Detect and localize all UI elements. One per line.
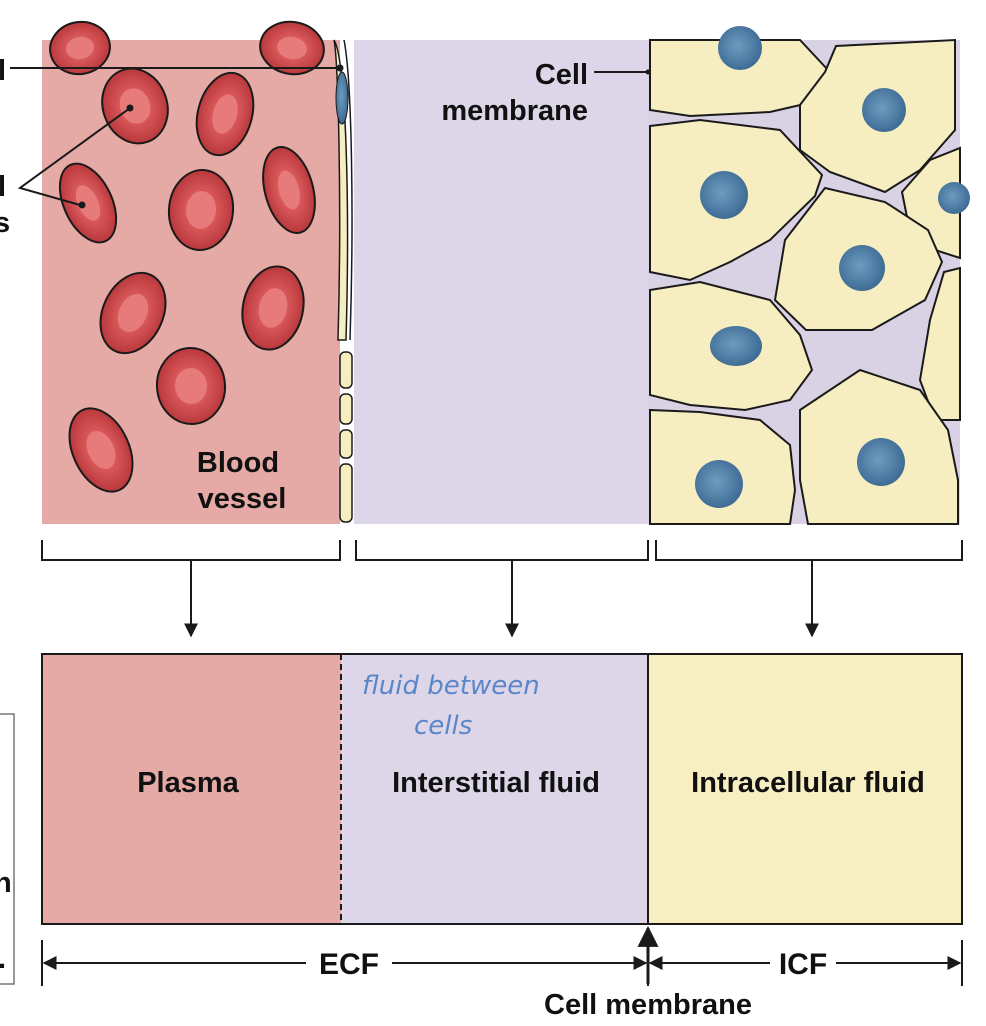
red-blood-cell: [262, 146, 316, 234]
tissue-cell: [799, 38, 956, 194]
red-blood-cell: [99, 271, 167, 355]
icf-label: ICF: [779, 948, 827, 981]
edge-fragment-5: .: [0, 943, 6, 975]
ecf-label: ECF: [319, 948, 379, 981]
ecf-icf-spans: [41, 925, 963, 986]
tissue-cell: [649, 408, 797, 525]
red-blood-cell: [155, 347, 227, 425]
interstitial-compartment: [341, 654, 648, 924]
red-blood-cell: [58, 162, 118, 244]
tissue-cell: [799, 368, 959, 525]
red-blood-cell: [241, 265, 305, 351]
tissue-cell: [773, 186, 944, 331]
blood-vessel-label: Blood vessel: [197, 447, 286, 515]
cell-membrane-label-line1: Cell: [535, 59, 588, 91]
cell-membrane-label-line2: membrane: [441, 95, 588, 127]
blood-vessel-label-line1: Blood: [197, 447, 279, 479]
interstitial-fluid-label: Interstitial fluid: [392, 767, 600, 799]
cropped-edge-labels: l l s n .: [0, 55, 15, 985]
handwritten-note-line1: fluid between: [362, 671, 540, 701]
blood-vessel-label-line2: vessel: [198, 483, 287, 515]
intracellular-fluid-label: Intracellular fluid: [691, 767, 925, 799]
plasma-label: Plasma: [137, 767, 239, 799]
cell-membrane-callout: Cell membrane: [441, 59, 651, 127]
vessel-wall: [333, 39, 353, 523]
region-brackets: [41, 540, 963, 638]
red-blood-cell: [167, 169, 235, 251]
intracellular-bracket: [655, 540, 963, 561]
leader-lines: [10, 64, 344, 209]
red-blood-cells: [49, 20, 325, 493]
edge-fragment-2: l: [0, 171, 6, 203]
interstitial-region: [354, 40, 650, 524]
red-blood-cell: [101, 67, 169, 145]
handwritten-note-line2: cells: [414, 711, 472, 741]
red-blood-cell: [49, 20, 111, 76]
cropped-box-edge: [0, 713, 15, 985]
tissue-cells: [649, 26, 970, 525]
compartment-box: Plasma Interstitial fluid Intracellular …: [41, 653, 963, 925]
tissue-cell: [649, 118, 824, 282]
tissue-cell: [649, 26, 830, 118]
illustration-panel: Cell membrane Blood vessel: [10, 20, 970, 525]
edge-fragment-4: n: [0, 867, 12, 899]
tissue-cell: [649, 280, 814, 412]
red-blood-cell: [259, 20, 325, 76]
red-blood-cell: [195, 71, 255, 157]
edge-fragment-1: l: [0, 55, 6, 87]
plasma-bracket: [41, 540, 341, 561]
red-blood-cell: [68, 407, 134, 493]
cell-membrane-bottom-label: Cell membrane: [544, 989, 752, 1021]
plasma-compartment: [42, 654, 341, 924]
edge-fragment-3: s: [0, 207, 10, 239]
endothelial-nucleus: [335, 71, 349, 125]
interstitial-bracket: [355, 540, 649, 561]
intracellular-compartment: [648, 654, 962, 924]
